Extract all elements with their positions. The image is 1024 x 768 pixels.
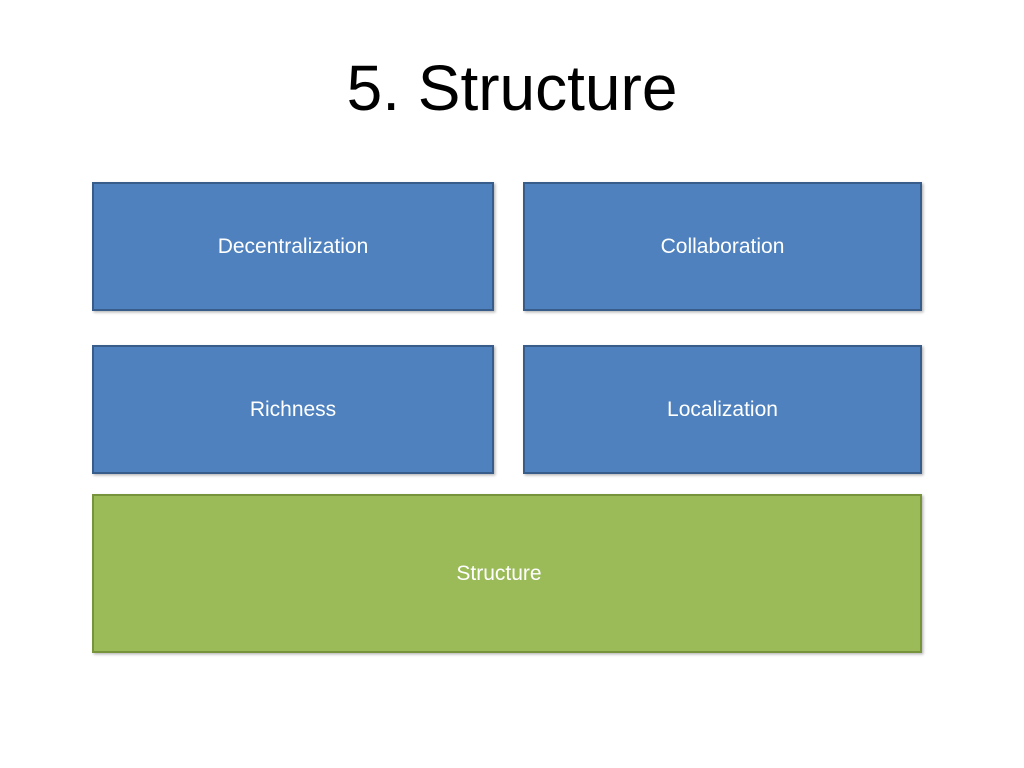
- diagram-node-structure-summary[interactable]: Structure: [92, 494, 922, 653]
- diagram-node-label: Richness: [249, 397, 337, 421]
- diagram-node-collaboration[interactable]: Collaboration: [523, 182, 922, 311]
- diagram-node-label: Collaboration: [660, 234, 785, 258]
- structure-diagram: Decentralization Collaboration Richness …: [92, 182, 922, 653]
- diagram-node-label: Decentralization: [217, 234, 369, 258]
- diagram-node-decentralization[interactable]: Decentralization: [92, 182, 494, 311]
- diagram-node-label: Localization: [667, 397, 778, 421]
- page-title: 5. Structure: [346, 52, 678, 124]
- diagram-node-richness[interactable]: Richness: [92, 345, 494, 474]
- diagram-node-localization[interactable]: Localization: [523, 345, 922, 474]
- diagram-node-label: Structure: [456, 561, 542, 585]
